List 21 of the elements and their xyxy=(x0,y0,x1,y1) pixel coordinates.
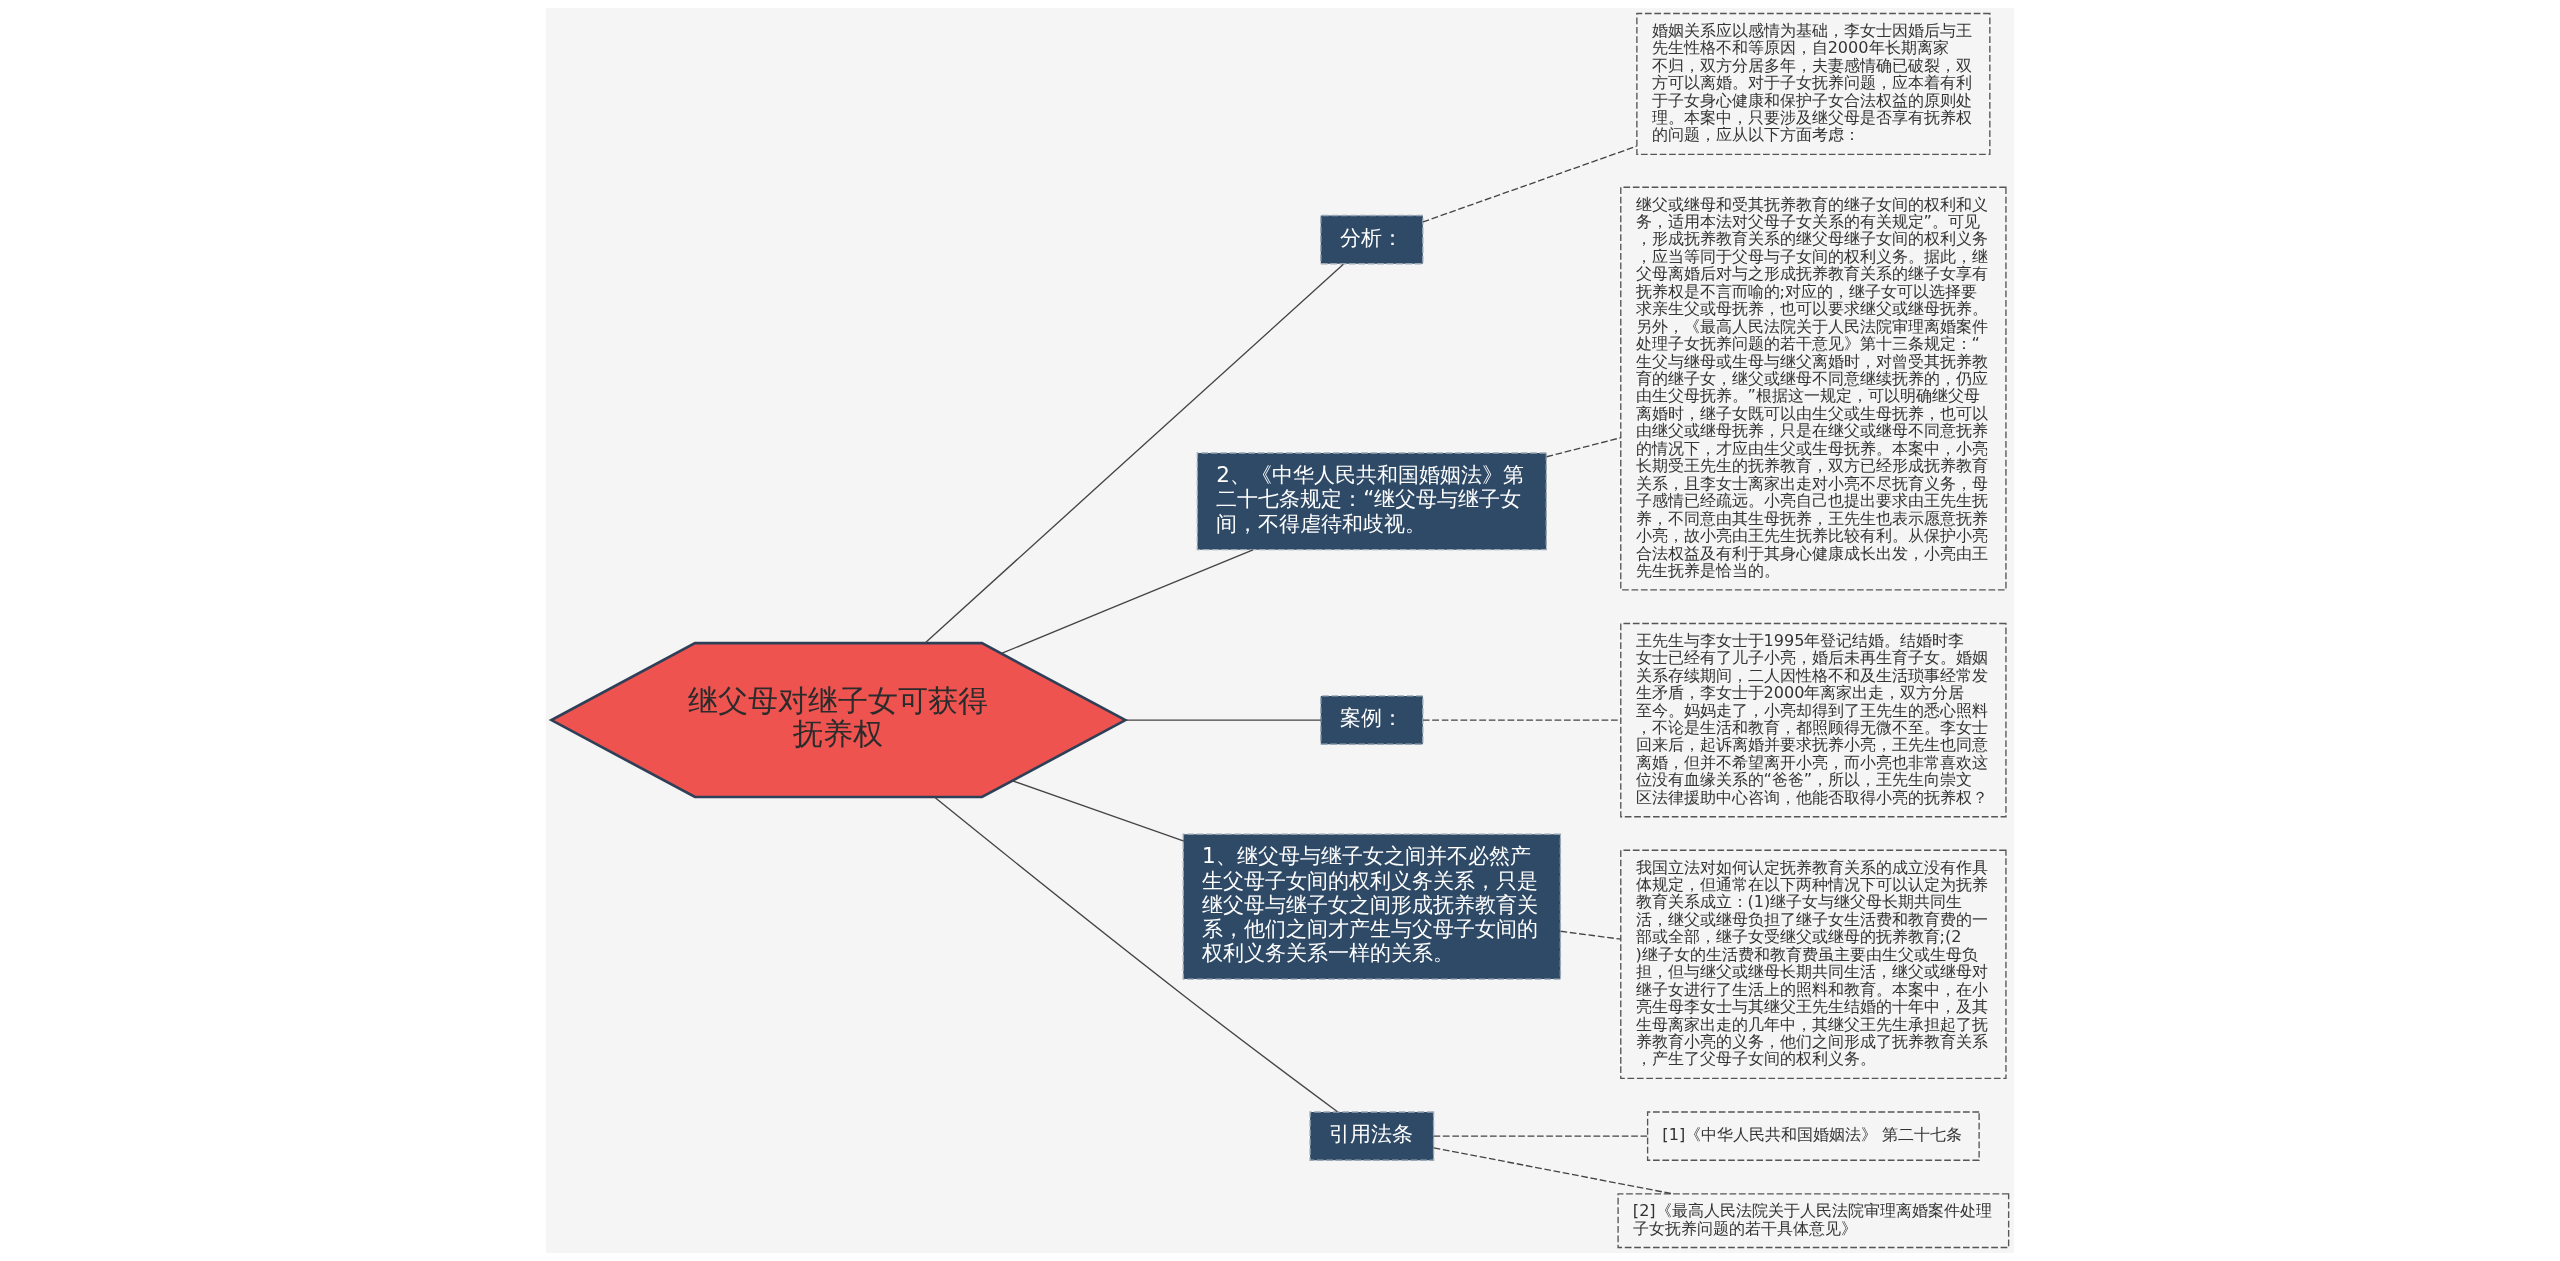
connector xyxy=(1125,719,1322,721)
node-box: 案例： xyxy=(1320,695,1424,745)
connector xyxy=(1559,930,1622,940)
node-box: [1]《中华人民共和国婚姻法》 第二十七条 xyxy=(1646,1111,1980,1161)
node-box: 分析： xyxy=(1320,214,1424,265)
node-box: 继父或继母和受其抚养教育的继子女间的权利和义务，适用本法对父母子女关系的有关规定”。可见，形成抚养教育关系的继父母继子女间的权利义务，应当等同于父母与子女间的权利义务。据此，继父母离婚后对与之形成抚养教育关系的继子女享有抚养权是不言而喻的;对应的，继子女可以选择要求亲生父或母抚养，也可以要求继父或继母抚养。另外，《最高人民法院关于人民法院审理离婚案件处理子女抚养问题的若干意见》第十三条规定：“生父与继母或生母与继父离婚时，对曾受其抚养教育的继子女，继父或继母不同意继续抚养的，仍应由生父母抚养。”根据这一规定，可以明确继父母离婚时，继子女既可以由生父或生母抚养，也可以由继父或继母抚养，只是在继父或继母不同意抚养的情况下，才应由生父或生母抚养。本案中，小亮长期受王先生的抚养教育，双方已经形成抚养教育关系，且李女士离家出走对小亮不尽抚育义务，母子感情已经疏远。小亮自己也提出要求由王先生抚养，不同意由其生母抚养，王先生也表示愿意抚养小亮，故小亮由王先生抚养比较有利。从保护小亮合法权益及有利于其身心健康成长出发，小亮由王先生抚养是恰当的。 xyxy=(1620,186,2007,591)
node-box: 1、继父母与继子女之间并不必然产生父母子女间的权利义务关系，只是继父母与继子女之间形成抚养教育关系，他们之间才产生与父母子女间的权利义务关系一样的关系。 xyxy=(1182,833,1562,980)
node-box: 王先生与李女士于1995年登记结婚。结婚时李女士已经有了儿子小亮，婚后未再生育子女。婚姻关系存续期间，二人因性格不和及生活琐事经常发生矛盾，李女士于2000年离家出走，双方分居至今。妈妈走了，小亮却得到了王先生的悉心照料，不论是生活和教育，都照顾得无微不至。李女士回来后，起诉离婚并要求抚养小亮，王先生也同意离婚，但并不希望离开小亮，而小亮也非常喜欢这位没有血缘关系的“爸爸”，所以，王先生向崇文区法律援助中心咨询，他能否取得小亮的抚养权？ xyxy=(1620,622,2007,818)
node-box: 引用法条 xyxy=(1309,1111,1435,1161)
node-box: [2]《最高人民法院关于人民法院审理离婚案件处理子女抚养问题的若干具体意见》 xyxy=(1617,1193,2010,1249)
connector xyxy=(1422,145,1638,223)
connector xyxy=(933,796,1339,1113)
connector xyxy=(924,263,1344,644)
connector xyxy=(1433,1147,1674,1195)
connector xyxy=(1000,549,1254,655)
node-box: 我国立法对如何认定抚养教育关系的成立没有作具体规定，但通常在以下两种情况下可以认定为抚养教育关系成立：(1)继子女与继父母长期共同生活，继父或继母负担了继子女生活费和教育费的一部或全部，继子女受继父或继母的抚养教育;(2)继子女的生活费和教育费虽主要由生父或生母负担，但与继父或继母长期共同生活，继父或继母对继子女进行了生活上的照料和教育。本案中，在小亮生母李女士与其继父王先生结婚的十年中，及其生母离家出走的几年中，其继父王先生承担起了抚养教育小亮的义务，他们之间形成了抚养教育关系，产生了父母子女间的权利义务。 xyxy=(1620,849,2007,1080)
node-box: 2、《中华人民共和国婚姻法》第二十七条规定：“继父母与继子女间，不得虐待和歧视。 xyxy=(1196,452,1547,551)
connector xyxy=(1545,437,1622,458)
connector xyxy=(1433,1135,1648,1137)
node-box: 婚姻关系应以感情为基础，李女士因婚后与王先生性格不和等原因，自2000年长期离家不归，双方分居多年，夫妻感情确已破裂，双方可以离婚。对于子女抚养问题，应本着有利于子女身心健康和保护子女合法权益的原则处理。本案中，只要涉及继父母是否享有抚养权的问题，应从以下方面考虑： xyxy=(1636,12,1991,156)
connector xyxy=(1011,780,1184,842)
